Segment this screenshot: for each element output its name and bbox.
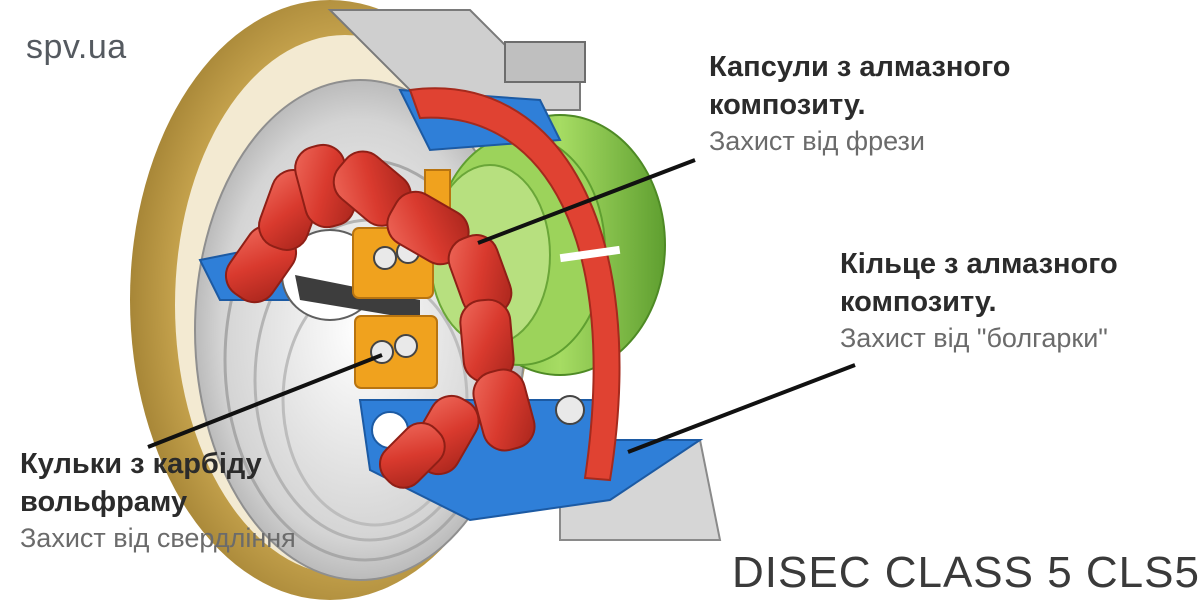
leader-line-balls [147, 353, 383, 449]
leader-line-ring [627, 363, 856, 454]
model-name: DISEC CLASS 5 CLS5 [732, 548, 1200, 597]
callout-capsules-title-2: композиту. [709, 89, 866, 121]
callout-balls: Кульки з карбіду вольфраму Захист від св… [20, 445, 296, 555]
leader-lines [147, 158, 856, 454]
callout-ring: Кільце з алмазного композиту. Захист від… [840, 245, 1118, 355]
callout-capsules: Капсули з алмазного композиту. Захист ві… [709, 48, 1011, 158]
callout-balls-title-1: Кульки з карбіду [20, 448, 262, 480]
callout-capsules-subtitle: Захист від фрези [709, 126, 925, 156]
callout-ring-title-1: Кільце з алмазного [840, 248, 1118, 280]
watermark: spv.ua [26, 28, 127, 66]
callout-capsules-title-1: Капсули з алмазного [709, 51, 1011, 83]
diamond-composite-capsules [224, 143, 536, 489]
leader-line-capsules [477, 158, 696, 245]
callout-ring-subtitle: Захист від "болгарки" [840, 323, 1108, 353]
diamond-composite-ring [408, 87, 621, 482]
callout-ring-title-2: композиту. [840, 286, 997, 318]
callout-balls-title-2: вольфраму [20, 486, 188, 518]
callout-balls-subtitle: Захист від свердління [20, 523, 296, 553]
